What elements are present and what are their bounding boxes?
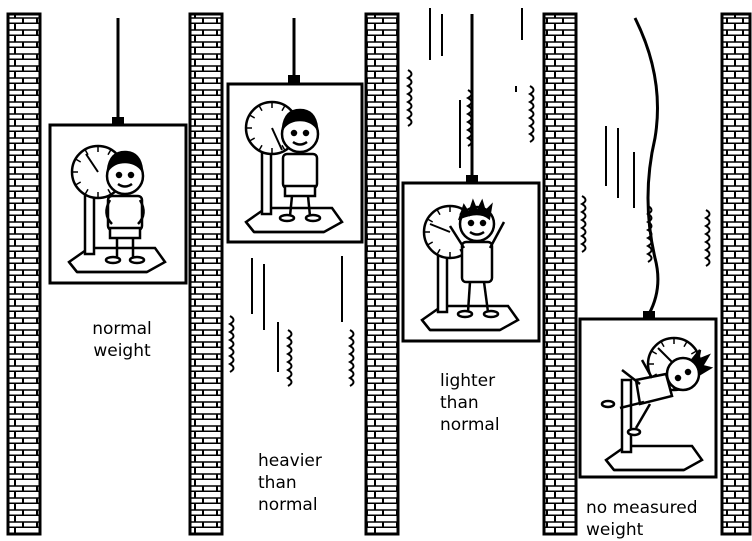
motion-lines-icon — [252, 256, 342, 372]
motion-lines-icon — [606, 126, 634, 208]
elevator-normal — [50, 18, 186, 283]
elevator-lighter — [403, 8, 539, 341]
caption-no-weight: no measured weight — [586, 497, 726, 541]
motion-lines-icon — [430, 8, 522, 168]
caption-lighter: lighter than normal — [440, 370, 520, 436]
cable-icon — [635, 18, 658, 314]
caption-heavier: heavier than normal — [258, 450, 338, 516]
elevator-free-fall — [580, 18, 716, 477]
caption-normal-weight: normal weight — [82, 318, 162, 362]
elevator-heavier — [228, 18, 362, 386]
